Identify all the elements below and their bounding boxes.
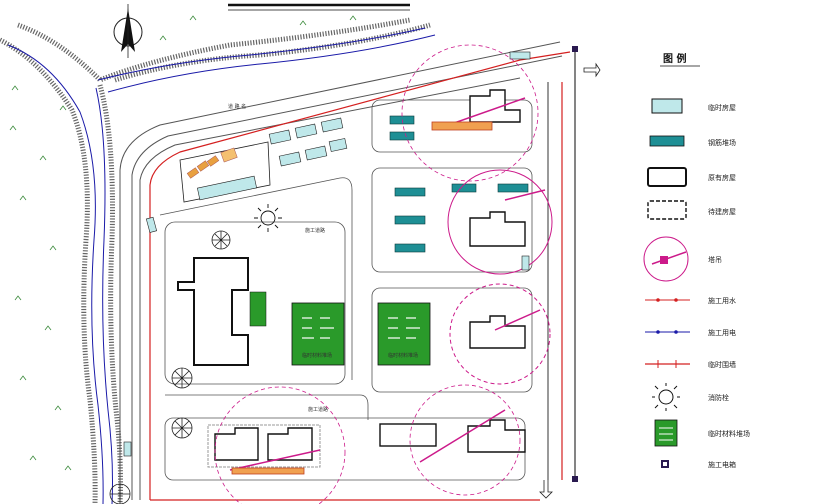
legend-fire-hydrant-icon <box>652 383 680 411</box>
road-bottom-label: 施工道路 <box>308 406 328 413</box>
legend-distribution-box-icon <box>661 460 669 468</box>
road-mid-label: 施工道路 <box>305 227 325 234</box>
road-top-label: 道 路 名 <box>228 103 246 110</box>
north-arrow-icon <box>113 4 143 58</box>
legend-temp-wall-label: 临时围墙 <box>708 360 736 369</box>
legend-temp-wall-line <box>645 360 690 368</box>
gate-arrow-icon <box>539 62 601 499</box>
legend-power-line-label: 施工用电 <box>708 328 736 337</box>
legend-planned-building-swatch <box>647 200 687 220</box>
legend-material-yard-label: 临时材料堆场 <box>708 429 750 438</box>
legend-temp-house-label: 临时房屋 <box>708 103 736 112</box>
existing-building-left <box>177 257 249 366</box>
legend-steel-shed-label: 钢筋堆场 <box>708 138 736 147</box>
temp-house-cluster <box>268 117 348 167</box>
legend-steel-shed-swatch <box>649 135 685 147</box>
material-yard-right-label: 临时材料堆场 <box>388 352 418 359</box>
tower-crane-radii <box>214 44 553 504</box>
river <box>7 27 436 504</box>
legend-power-line <box>645 330 690 334</box>
legend-water-pipe-line <box>645 298 690 302</box>
planned-buildings <box>214 89 526 461</box>
outer-road <box>119 41 563 500</box>
legend-water-pipe-label: 施工用水 <box>708 296 736 305</box>
legend-temp-house-swatch <box>651 98 683 114</box>
legend-distribution-box-label: 施工电箱 <box>708 460 736 469</box>
material-yard-left: 临时材料堆场 <box>291 302 345 366</box>
legend-tower-crane-label: 塔吊 <box>708 255 722 264</box>
material-yard-left-label: 临时材料堆场 <box>302 352 332 359</box>
legend-existing-building-label: 原有房屋 <box>708 173 736 182</box>
legend-material-yard-swatch <box>654 419 678 447</box>
grass-marks <box>9 15 357 471</box>
temp-boundary-wall <box>149 51 571 501</box>
material-yard-right: 临时材料堆场 <box>377 302 431 366</box>
legend-planned-building-label: 待建房屋 <box>708 207 736 216</box>
legend-title: 图 例 <box>663 52 686 65</box>
legend-existing-building-swatch <box>647 167 687 187</box>
orange-vehicles <box>186 147 238 179</box>
fire-hydrant-icon <box>254 204 282 232</box>
existing-buildings-top <box>179 141 271 203</box>
legend-tower-crane-icon <box>643 236 689 282</box>
legend: 图 例 临时房屋 钢筋堆场 原有房屋 待建房屋 塔吊 施工用水 <box>643 52 750 469</box>
river-bank-hatch <box>0 17 431 504</box>
legend-fire-hydrant-label: 消防栓 <box>708 393 729 402</box>
tree-icon <box>109 230 231 504</box>
